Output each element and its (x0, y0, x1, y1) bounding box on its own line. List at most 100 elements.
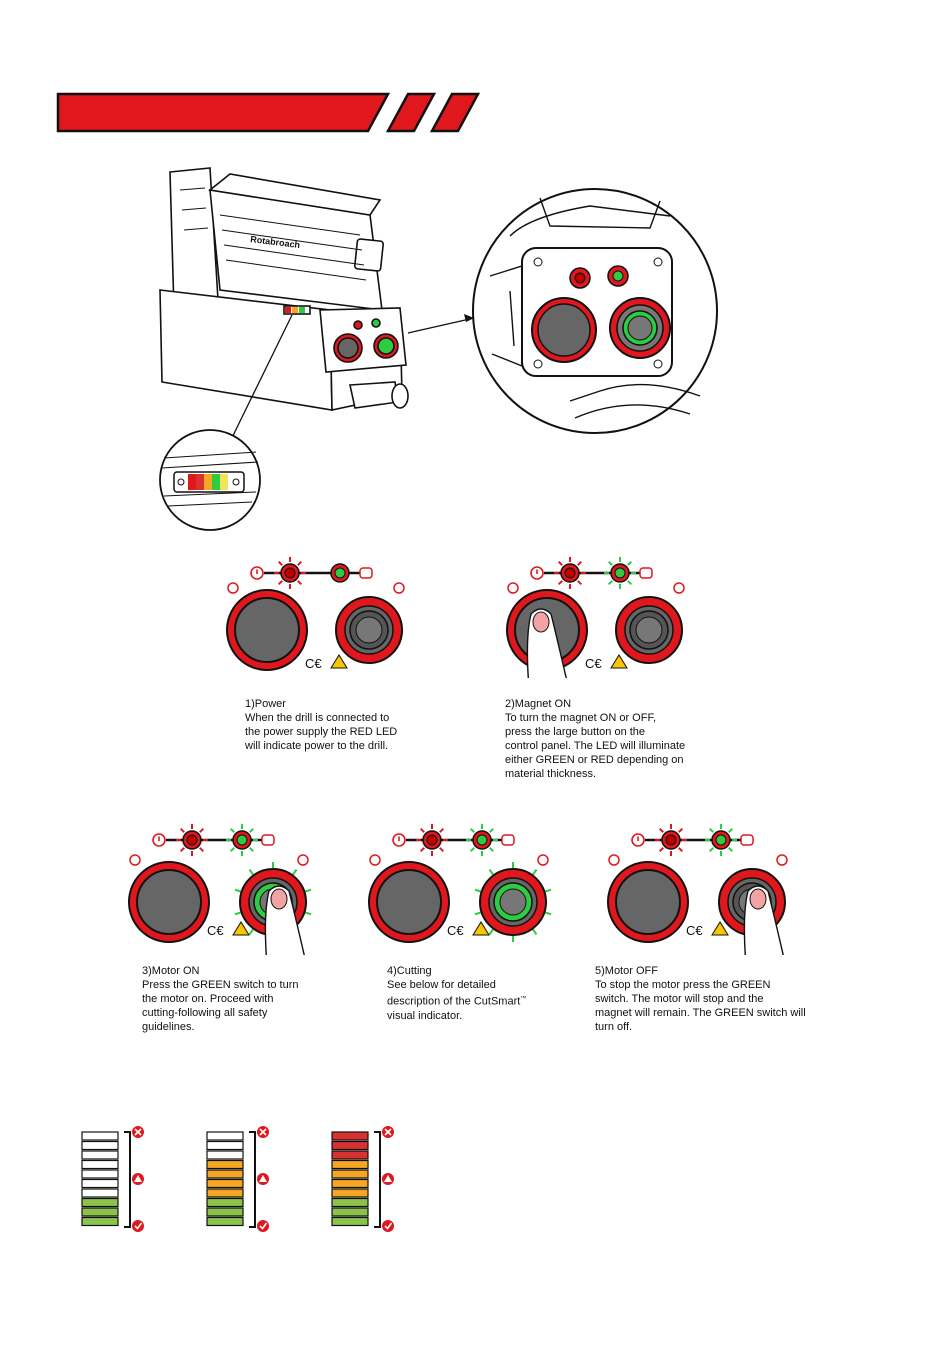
drill-motor-top (208, 173, 382, 216)
led-glow-ray (489, 847, 495, 853)
indicator-bracket (249, 1131, 256, 1228)
indicator-strip-zoom (159, 429, 261, 531)
ce-mark: C€ (305, 656, 322, 671)
led-glow-ray (577, 560, 583, 566)
indicator-segment (331, 1150, 369, 1160)
panel-step-4: C€ (368, 824, 552, 943)
indicator-segment (81, 1169, 119, 1179)
magnet-button-face (234, 597, 300, 663)
finger-nail (749, 888, 767, 910)
led-glow-ray (627, 560, 633, 566)
indicator-segment (81, 1188, 119, 1198)
led-glow-ray (474, 911, 481, 916)
led-glow-ray (297, 560, 303, 566)
magnet-button-face (376, 869, 442, 935)
led-glow-ray (545, 911, 552, 916)
led-glow-ray (489, 827, 495, 833)
led-glow-ray (577, 580, 583, 586)
red-led-core (564, 567, 576, 579)
attention-icon (776, 854, 788, 866)
finger (264, 885, 305, 955)
led-glow-ray (532, 928, 538, 935)
led-glow-ray (607, 560, 613, 566)
ce-mark: C€ (585, 656, 602, 671)
indicator-segment (206, 1159, 244, 1170)
indicator-segment (81, 1197, 119, 1208)
ok-icon (257, 1220, 269, 1232)
led-glow-ray (249, 847, 255, 853)
ok-icon-mark (259, 1222, 268, 1230)
step-2-title: 2)Magnet ON (505, 698, 572, 710)
led-glow-ray (277, 580, 283, 586)
led-glow-ray (708, 827, 714, 833)
drill-hose (349, 381, 399, 409)
stop-icon-mark (134, 1128, 142, 1136)
indicator-segment (331, 1131, 369, 1141)
step-5-title: 5)Motor OFF (595, 965, 658, 977)
led-glow-ray (627, 580, 633, 586)
red-led-core (284, 567, 296, 579)
indicator-segment (331, 1188, 369, 1198)
led-glow-ray (248, 869, 254, 876)
red-led-core (426, 834, 438, 846)
indicator-segment (206, 1131, 244, 1141)
indicator-bracket (374, 1131, 381, 1228)
indicator-segment (206, 1140, 244, 1151)
indicator-segment (331, 1216, 369, 1227)
led-glow-ray (234, 911, 241, 916)
attention-icon (673, 582, 685, 594)
panel-step-5: C€ (607, 824, 788, 955)
warning-icon (232, 921, 250, 936)
led-glow-ray (229, 827, 235, 833)
cutsmart-indicator-2 (206, 1126, 269, 1232)
motor-button-face (355, 616, 383, 644)
control-panel-zoom (472, 188, 718, 434)
indicator-segment (206, 1188, 244, 1198)
indicator-segment (206, 1197, 244, 1208)
led-glow-ray (419, 847, 425, 853)
indicator-segment (331, 1159, 369, 1170)
indicator-segment (331, 1169, 369, 1179)
indicator-segment (206, 1150, 244, 1160)
stop-icon-mark (384, 1128, 392, 1136)
attention-icon (227, 582, 239, 594)
led-glow-ray (469, 827, 475, 833)
ce-mark: C€ (207, 923, 224, 938)
banner-stripe-1 (385, 92, 437, 133)
red-led-core (186, 834, 198, 846)
led-glow-ray (545, 888, 552, 893)
indicator-segment (206, 1207, 244, 1217)
magnet-icon (261, 834, 275, 846)
indicator-segment (81, 1150, 119, 1160)
attention-icon (129, 854, 141, 866)
attention-icon (507, 582, 519, 594)
led-glow-ray (469, 847, 475, 853)
led-glow-ray (305, 888, 312, 893)
caution-icon-mark (259, 1175, 267, 1182)
finger-nail (270, 888, 288, 910)
led-glow-ray (292, 869, 298, 876)
step-5-caption: 5)Motor OFF To stop the motor press the … (595, 965, 806, 1033)
ok-icon-mark (384, 1222, 393, 1230)
indicator-segment (81, 1178, 119, 1189)
finger-nail (532, 611, 550, 633)
step-3-title: 3)Motor ON (142, 965, 200, 977)
led-glow-ray (419, 827, 425, 833)
led-glow-ray (557, 560, 563, 566)
panel-step-3: C€ (128, 824, 312, 955)
indicator-segment (331, 1197, 369, 1208)
led-glow-ray (678, 847, 684, 853)
green-led-core (715, 834, 727, 846)
magnet-button-face (615, 869, 681, 935)
indicator-segment (81, 1159, 119, 1170)
ok-icon (132, 1220, 144, 1232)
indicator-segment (81, 1207, 119, 1217)
indicator-segment (81, 1216, 119, 1227)
led-glow-ray (607, 580, 613, 586)
indicator-bracket (124, 1131, 131, 1228)
led-glow-ray (305, 911, 312, 916)
header-banner (56, 92, 481, 133)
red-led-core (665, 834, 677, 846)
attention-icon (369, 854, 381, 866)
step-2-caption: 2)Magnet ON To turn the magnet ON or OFF… (505, 698, 686, 780)
